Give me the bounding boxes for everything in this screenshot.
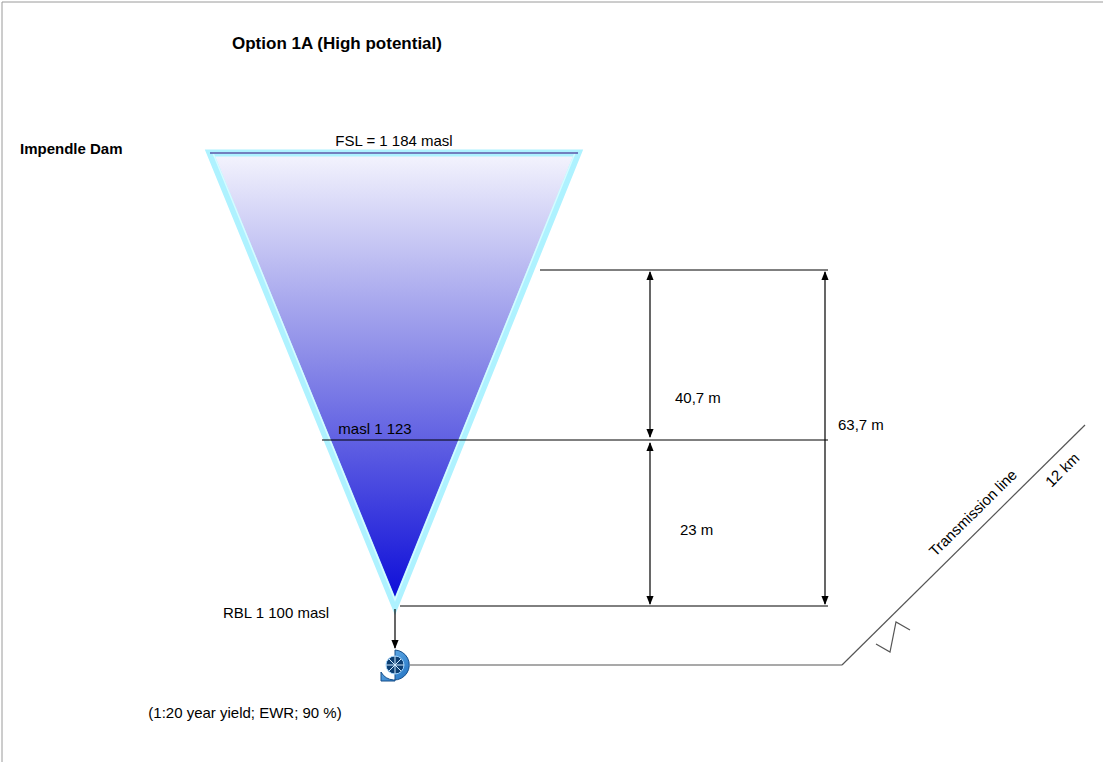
dimension-arrow bbox=[824, 272, 825, 604]
pipe-line bbox=[410, 664, 842, 665]
level-label: masl 1 123 bbox=[338, 420, 411, 438]
dimension-arrow bbox=[649, 272, 650, 437]
dimension-label: 23 m bbox=[680, 521, 713, 539]
pump-body bbox=[381, 650, 409, 681]
pump-impeller bbox=[386, 656, 404, 674]
reservoir-edge bbox=[213, 153, 575, 600]
diagram-title: Option 1A (High potential) bbox=[232, 34, 442, 54]
pump-symbol bbox=[381, 650, 409, 681]
yield-note: (1:20 year yield; EWR; 90 %) bbox=[148, 704, 341, 722]
dimension-label: 63,7 m bbox=[838, 416, 884, 434]
dam-name: Impendle Dam bbox=[20, 140, 123, 158]
dimension-label: 40,7 m bbox=[675, 389, 721, 407]
line-label: Transmission line bbox=[925, 466, 1020, 560]
level-line bbox=[322, 440, 828, 441]
break-symbol bbox=[876, 622, 910, 652]
level-label: FSL = 1 184 masl bbox=[335, 132, 452, 150]
transmission-line bbox=[842, 425, 1085, 665]
dimension-arrow bbox=[649, 443, 650, 604]
full-supply-level-line bbox=[210, 152, 578, 154]
reservoir-triangle bbox=[210, 153, 578, 606]
frame-line bbox=[2, 2, 3, 762]
level-line bbox=[540, 270, 828, 271]
impeller-blades bbox=[386, 656, 404, 674]
outlet-arrow bbox=[394, 609, 395, 648]
frame-line bbox=[2, 2, 1103, 3]
length-label: 12 km bbox=[1041, 449, 1083, 491]
level-line bbox=[400, 606, 828, 607]
level-label: RBL 1 100 masl bbox=[223, 604, 329, 622]
